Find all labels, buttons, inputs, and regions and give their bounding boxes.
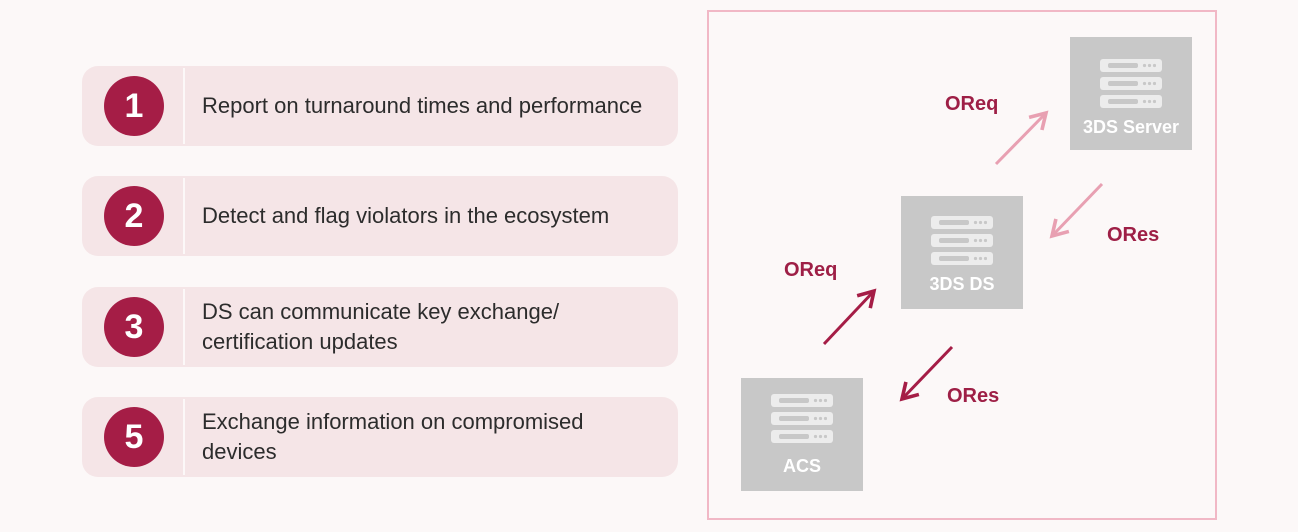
server-rack-icon (931, 216, 993, 229)
arrow-ores-to-ds (1049, 182, 1104, 239)
divider (183, 399, 185, 475)
server-node-3ds-server: 3DS Server (1070, 37, 1192, 150)
divider (183, 178, 185, 254)
list-item-3: 3 DS can communicate key exchange/ certi… (82, 287, 678, 367)
diagram-frame (707, 10, 1217, 520)
server-rack-icon (1100, 59, 1162, 72)
server-node-3ds-ds: 3DS DS (901, 196, 1023, 309)
server-rack-icon (1100, 77, 1162, 90)
node-label: 3DS DS (929, 274, 995, 294)
flow-label-oreq-top: OReq (945, 93, 999, 115)
arrow-oreq-to-ds (822, 288, 877, 346)
arrow-oreq-to-server (994, 110, 1049, 166)
number-badge: 2 (104, 186, 164, 246)
number-badge: 1 (104, 76, 164, 136)
number-badge: 5 (104, 407, 164, 467)
node-label: ACS (782, 456, 821, 476)
number-badge: 3 (104, 297, 164, 357)
flow-label-ores-top: ORes (1107, 224, 1160, 246)
list-item-text: DS can communicate key exchange/ certifi… (202, 299, 560, 354)
server-rack-icon (771, 412, 833, 425)
list-item-4: 5 Exchange information on compromised de… (82, 397, 678, 477)
list-item-text: Report on turnaround times and performan… (202, 93, 643, 118)
list-item-1: 1 Report on turnaround times and perform… (82, 66, 678, 146)
list-item-2: 2 Detect and flag violators in the ecosy… (82, 176, 678, 256)
server-rack-icon (771, 430, 833, 443)
divider (183, 68, 185, 144)
server-rack-icon (931, 234, 993, 247)
node-label: 3DS Server (1082, 117, 1180, 137)
arrow-ores-to-acs (899, 345, 954, 402)
flow-label-oreq-bottom: OReq (784, 259, 838, 281)
list-item-text: Exchange information on compromised devi… (202, 409, 584, 464)
server-rack-icon (1100, 95, 1162, 108)
list-item-text: Detect and flag violators in the ecosyst… (202, 203, 610, 228)
server-node-acs: ACS (741, 378, 863, 491)
flow-label-ores-bottom: ORes (947, 385, 1000, 407)
server-rack-icon (771, 394, 833, 407)
divider (183, 289, 185, 365)
server-rack-icon (931, 252, 993, 265)
